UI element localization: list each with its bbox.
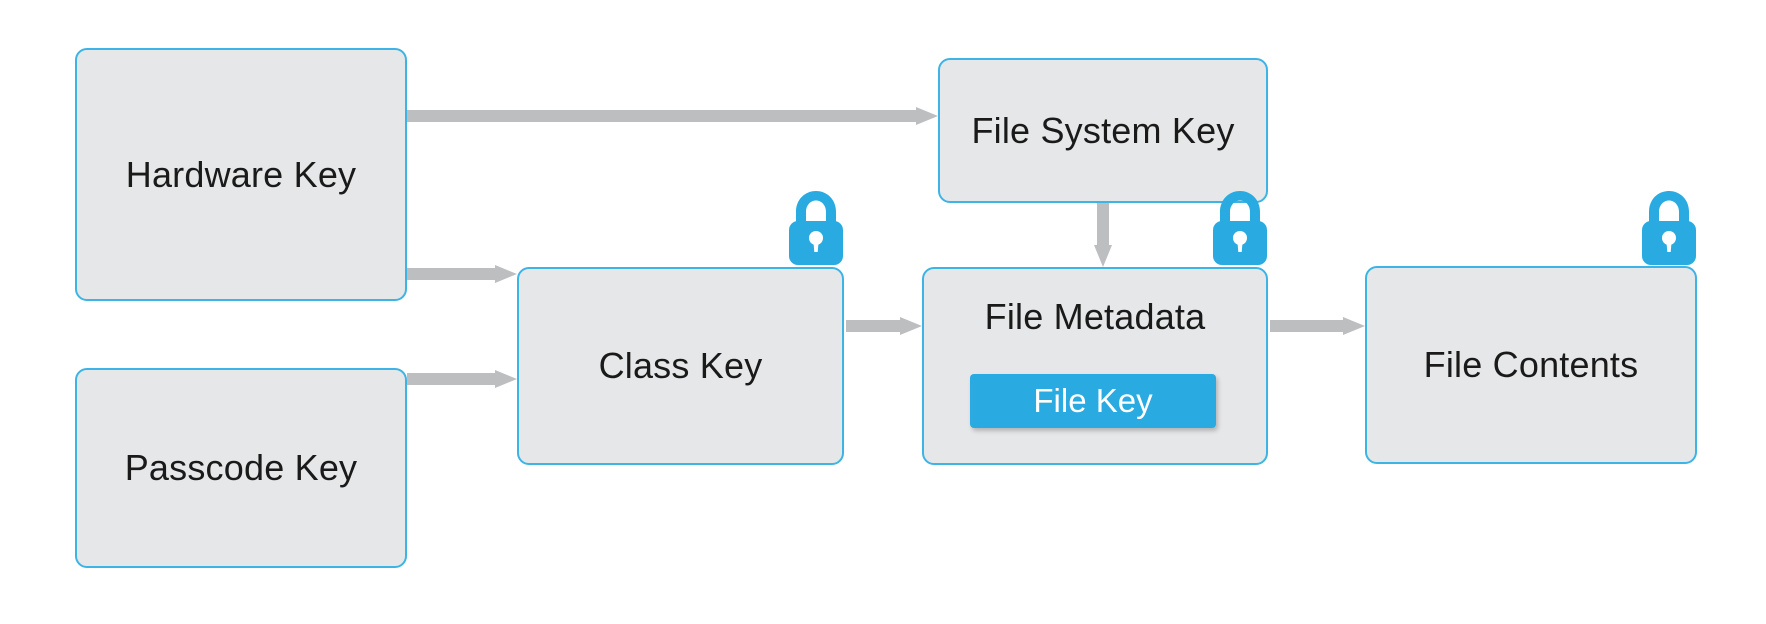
file-key-badge[interactable]: File Key — [970, 374, 1216, 428]
node-file-system-key[interactable]: File System Key — [938, 58, 1268, 203]
node-class-key[interactable]: Class Key — [517, 267, 844, 465]
lock-icon-class-key — [785, 189, 847, 267]
arrow-shaft — [407, 110, 916, 122]
arrow-file-system-key-to-file-metadata — [1094, 203, 1112, 267]
arrow-file-metadata-to-file-contents — [1270, 317, 1365, 335]
arrow-head — [495, 370, 517, 388]
arrow-shaft — [407, 373, 495, 385]
arrow-head — [900, 317, 922, 335]
node-hardware-key-label: Hardware Key — [125, 153, 357, 195]
node-file-contents[interactable]: File Contents — [1365, 266, 1697, 464]
arrow-head — [495, 265, 517, 283]
arrow-shaft — [846, 320, 900, 332]
arrow-head — [1343, 317, 1365, 335]
arrow-shaft — [1097, 203, 1109, 245]
node-passcode-key[interactable]: Passcode Key — [75, 368, 407, 568]
arrow-hardware-to-class-key — [407, 265, 517, 283]
lock-icon-file-contents — [1638, 189, 1700, 267]
node-file-metadata[interactable]: File Metadata — [922, 267, 1268, 465]
arrow-class-key-to-file-metadata — [846, 317, 922, 335]
arrow-head — [1094, 245, 1112, 267]
arrow-head — [916, 107, 938, 125]
arrow-shaft — [1270, 320, 1343, 332]
node-hardware-key[interactable]: Hardware Key — [75, 48, 407, 301]
node-file-system-key-label: File System Key — [971, 109, 1235, 151]
lock-icon-file-metadata — [1209, 189, 1271, 267]
node-file-metadata-label: File Metadata — [984, 296, 1206, 337]
arrow-hardware-to-file-system-key — [407, 107, 938, 125]
node-file-contents-label: File Contents — [1423, 344, 1639, 385]
arrow-shaft — [407, 268, 495, 280]
arrow-passcode-to-class-key — [407, 370, 517, 388]
node-passcode-key-label: Passcode Key — [124, 447, 358, 488]
node-class-key-label: Class Key — [598, 345, 763, 386]
file-key-label: File Key — [1033, 382, 1153, 419]
